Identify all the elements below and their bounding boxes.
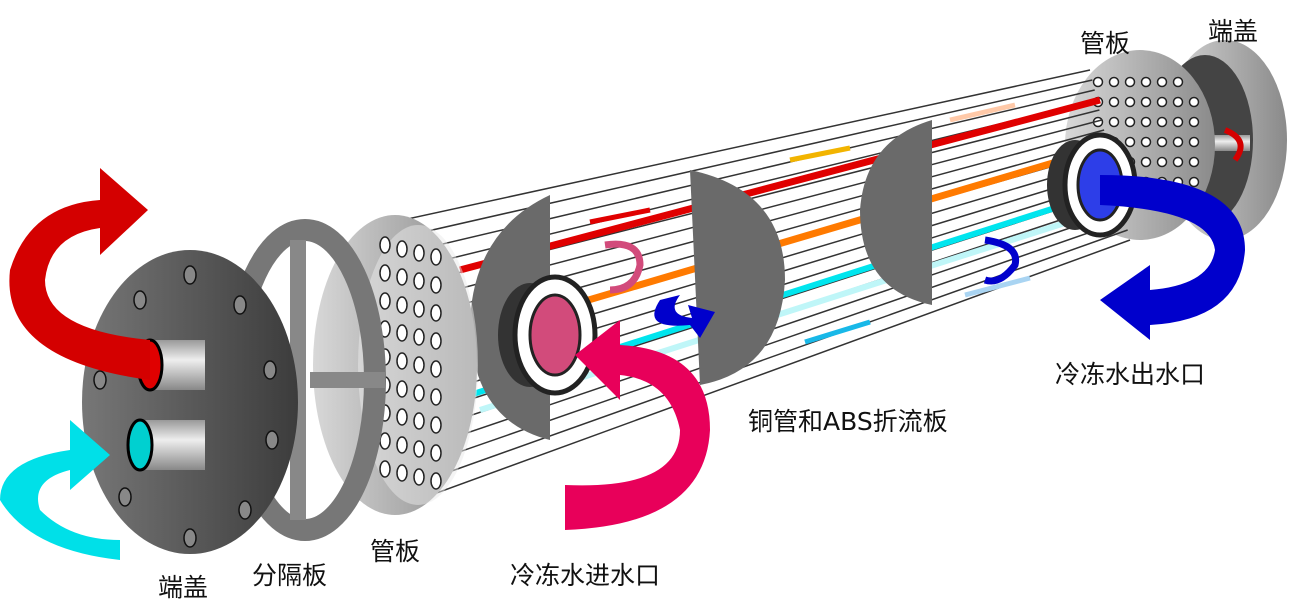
baffle-3 [860, 120, 932, 305]
tube-hole [1124, 96, 1136, 108]
tube-hole [413, 272, 425, 290]
tube-hole [1156, 156, 1168, 168]
tube-hole [430, 388, 442, 406]
tube-hole [1172, 76, 1184, 88]
tube-hole [396, 380, 408, 398]
label-divider-plate: 分隔板 [252, 561, 328, 590]
tube-hole [1172, 116, 1184, 128]
bolt-hole [183, 528, 197, 548]
tube-hole [413, 328, 425, 346]
tube-hole [396, 408, 408, 426]
tube-hole [379, 432, 391, 450]
tube [379, 69, 1091, 226]
tube-hole [430, 304, 442, 322]
tube-hole [379, 264, 391, 282]
chilled-water-outlet-arrow [1100, 175, 1245, 340]
tube-hole [1172, 96, 1184, 108]
tube-hole [413, 244, 425, 262]
tube-hole [1140, 76, 1152, 88]
tube-hole [430, 332, 442, 350]
tube-hole [1124, 136, 1136, 148]
baffle-2 [690, 170, 785, 385]
tube-hole [1108, 96, 1120, 108]
tube [381, 89, 1095, 260]
hot-water-arrow [9, 168, 150, 380]
tube-hole [430, 360, 442, 378]
tube-hole [1188, 156, 1200, 168]
label-tubes-and-baffles: 铜管和ABS折流板 [748, 407, 948, 436]
tube-hole [396, 296, 408, 314]
left-end-cap [82, 250, 298, 554]
label-chilled-water-outlet: 冷冻水出水口 [1055, 360, 1206, 389]
tube-hole [1188, 116, 1200, 128]
tube-hole [396, 324, 408, 342]
label-left-tube-sheet: 管板 [370, 537, 421, 566]
tube-hole [1156, 116, 1168, 128]
tube-hole [1156, 76, 1168, 88]
tube-hole [1124, 116, 1136, 128]
tube-hole [1092, 76, 1104, 88]
tube-hole [396, 352, 408, 370]
bolt-hole [238, 500, 252, 520]
bolt-hole [263, 360, 277, 380]
tube-hole [1124, 76, 1136, 88]
tube-hole [1108, 116, 1120, 128]
tube-hole [1156, 136, 1168, 148]
tube-hole [1140, 136, 1152, 148]
tube-hole [1188, 176, 1200, 188]
tube-hole [1156, 96, 1168, 108]
tube-hole [1140, 156, 1152, 168]
tube-hole [1188, 136, 1200, 148]
label-right-end-cap: 端盖 [1208, 17, 1259, 46]
tube-hole [430, 276, 442, 294]
tube-hole [413, 468, 425, 486]
bolt-hole [93, 370, 107, 390]
tube-hole [379, 236, 391, 254]
chilled-water-inlet-nozzle [498, 274, 598, 396]
label-right-tube-sheet: 管板 [1080, 29, 1131, 58]
tube-hole [396, 268, 408, 286]
tube-hole [413, 440, 425, 458]
bolt-hole [133, 290, 147, 310]
tube-hole [413, 300, 425, 318]
bolt-hole [183, 265, 197, 285]
tube-hole [396, 240, 408, 258]
tube-hole [396, 464, 408, 482]
bolt-hole [233, 295, 247, 315]
tube-hole [430, 444, 442, 462]
tube-hole [413, 412, 425, 430]
tube-hole [379, 460, 391, 478]
tube-hole [1188, 96, 1200, 108]
tube-hole [1140, 96, 1152, 108]
bolt-hole [265, 430, 279, 450]
tube [380, 79, 1093, 243]
tube-hole [430, 248, 442, 266]
label-chilled-water-inlet: 冷冻水进水口 [510, 561, 661, 590]
small-flow-arrows [589, 102, 1244, 345]
tube-hole [396, 436, 408, 454]
cold-water-arrow [0, 420, 120, 600]
tube-hole [379, 292, 391, 310]
tube-hole [413, 356, 425, 374]
label-left-end-cap: 端盖 [158, 573, 209, 602]
tube-hole [430, 416, 442, 434]
tube-hole [1140, 116, 1152, 128]
tube-hole [1172, 136, 1184, 148]
bolt-hole [118, 487, 132, 507]
tube-hole [430, 472, 442, 490]
tube-hole [1108, 76, 1120, 88]
chilled-water-inlet-arrow [565, 320, 710, 530]
tube-hole [1172, 156, 1184, 168]
tube-hole [413, 384, 425, 402]
